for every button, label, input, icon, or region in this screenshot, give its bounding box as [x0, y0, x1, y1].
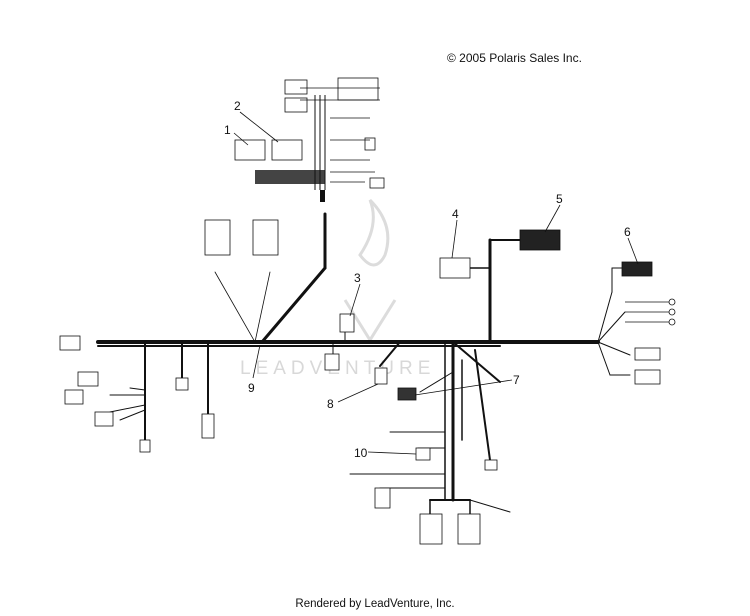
top-sub-harness	[234, 77, 385, 202]
callout-3: 3	[354, 271, 361, 285]
footer-credit: Rendered by LeadVenture, Inc.	[295, 598, 455, 610]
callout-numbers: 1 2 3 4 5 6 7 8 9 10	[224, 99, 631, 460]
main-harness-trunk	[96, 212, 631, 515]
callout-9: 9	[248, 381, 255, 395]
callout-5: 5	[556, 192, 563, 206]
copyright-notice: © 2005 Polaris Sales Inc.	[447, 51, 582, 65]
callout-4: 4	[452, 207, 459, 221]
callout-2: 2	[234, 99, 241, 113]
callout-8: 8	[327, 397, 334, 411]
callout-7: 7	[513, 373, 520, 387]
callout-10: 10	[354, 446, 368, 460]
callout-1: 1	[224, 123, 231, 137]
connector-icon	[59, 219, 661, 545]
callout-6: 6	[624, 225, 631, 239]
callout-leaders	[233, 111, 639, 455]
switch-icon	[625, 298, 676, 326]
